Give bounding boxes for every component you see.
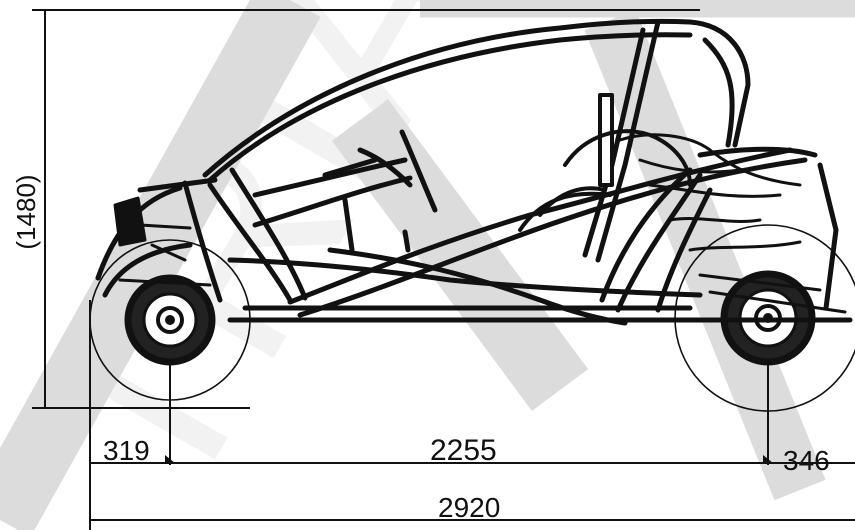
front-overhang-label: 319 (103, 435, 150, 466)
overall-length-label: 2920 (438, 492, 500, 523)
height-dimension-label: (1480) (11, 174, 41, 249)
wheelbase-label: 2255 (430, 434, 497, 467)
dimension-labels: (1480) 319 2255 346 2920 (11, 174, 830, 523)
dimension-lines (32, 9, 855, 530)
front-wheel (89, 239, 251, 401)
roll-cage (95, 18, 853, 326)
steering (322, 129, 438, 253)
engine-bay (113, 133, 847, 314)
buggy-side-elevation (89, 18, 855, 412)
front-axle-arrow (165, 455, 175, 463)
rear-overhang-label: 346 (783, 445, 830, 476)
rear-axle-arrow (763, 455, 773, 463)
